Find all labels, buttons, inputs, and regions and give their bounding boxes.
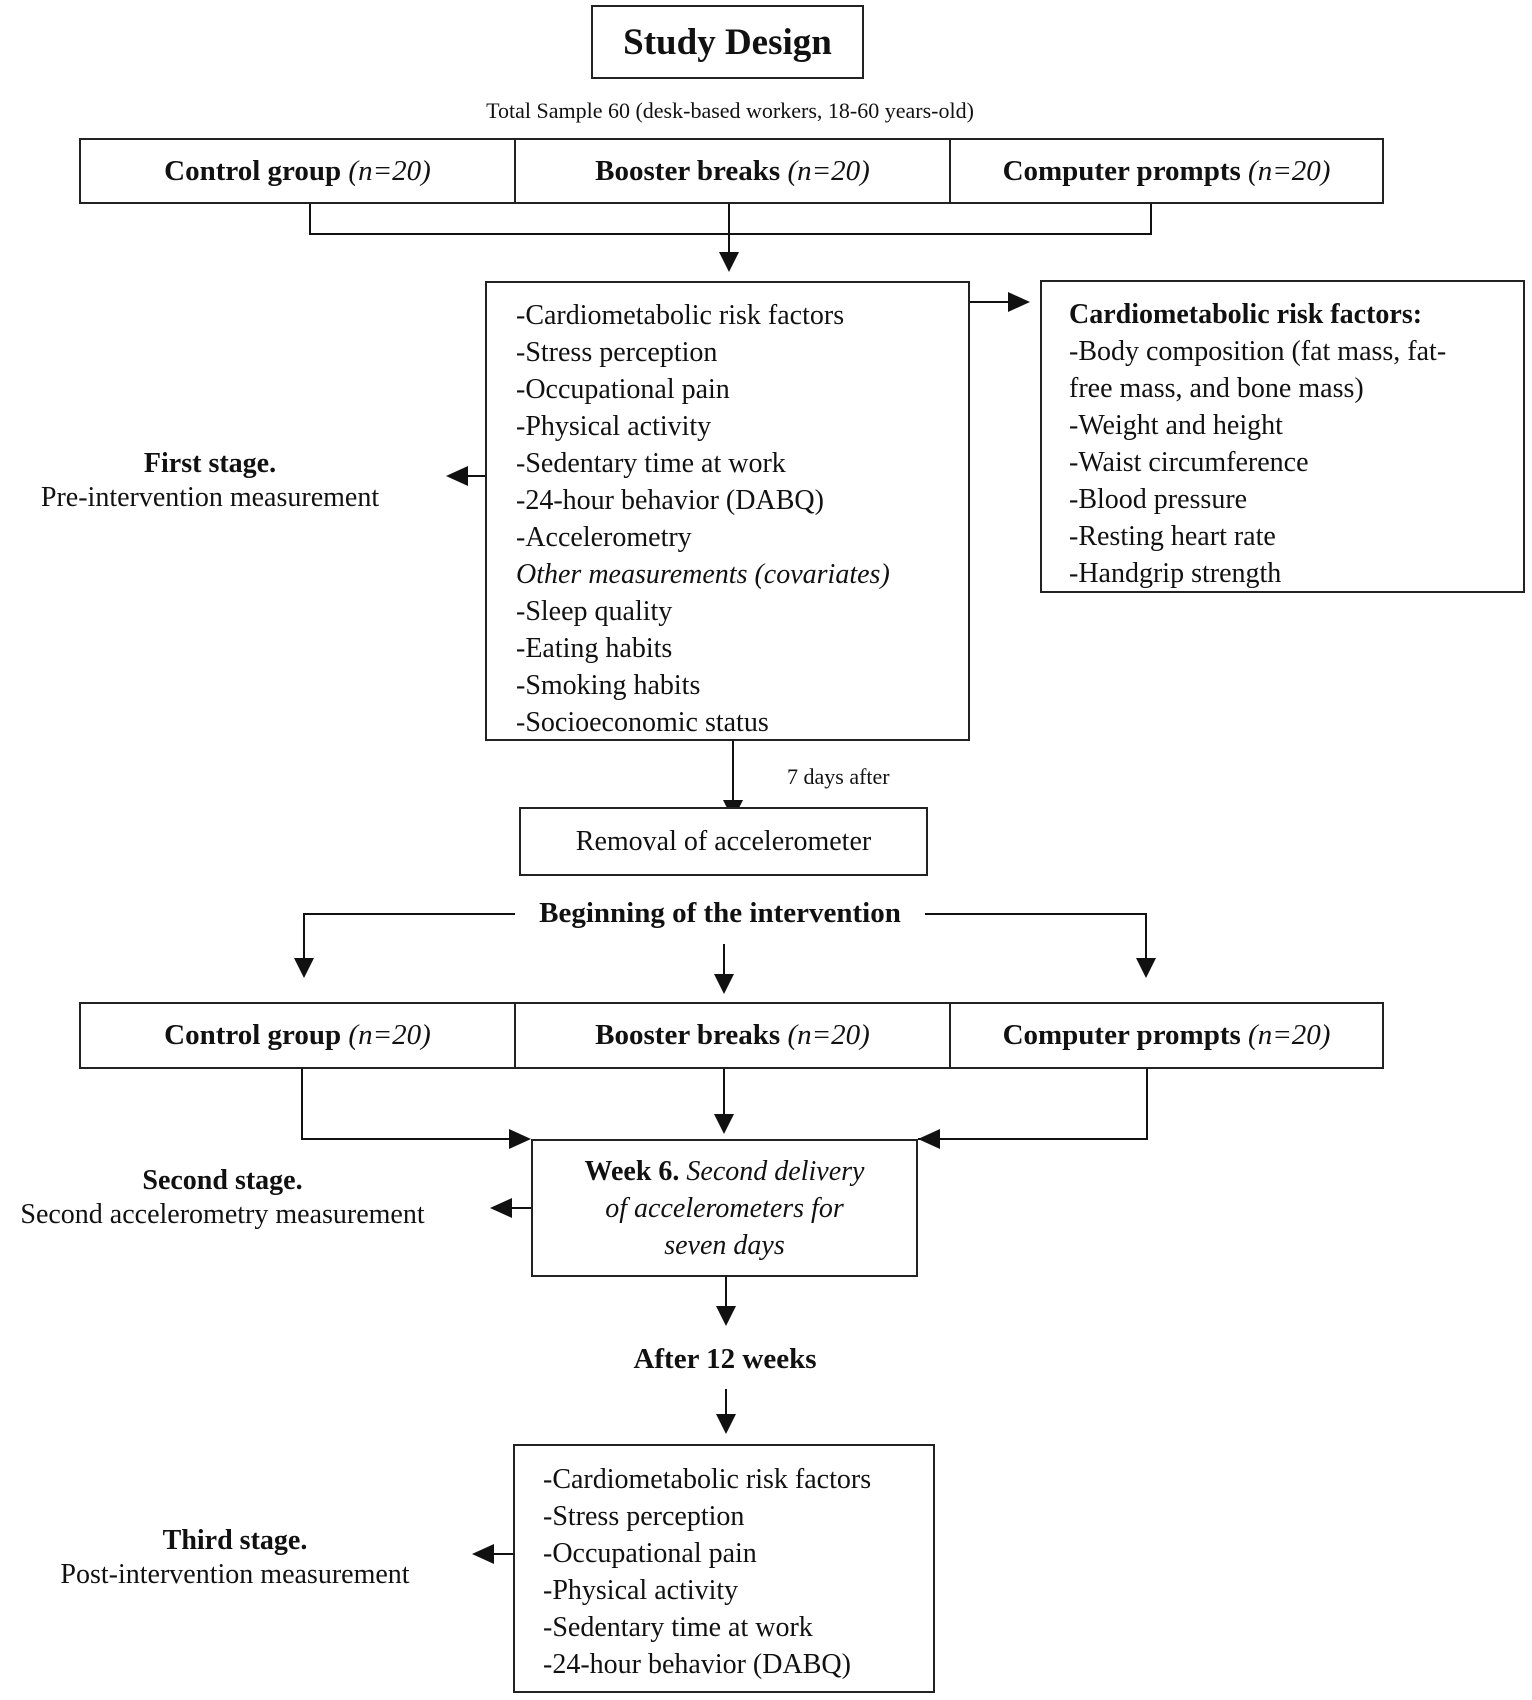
title-box: Study Design (591, 5, 864, 79)
list-item: free mass, and bone mass) (1069, 373, 1364, 404)
third-stage-measurements-box: -Cardiometabolic risk factors -Stress pe… (513, 1444, 935, 1693)
list-item: -Occupational pain (543, 1538, 757, 1569)
list-item: -Handgrip strength (1069, 558, 1282, 589)
risk-factors-box: Cardiometabolic risk factors: -Body comp… (1040, 280, 1525, 593)
list-item: -Cardiometabolic risk factors (516, 300, 845, 331)
list-item: -24-hour behavior (DABQ) (543, 1649, 851, 1680)
first-stage-measurements-box: -Cardiometabolic risk factors -Stress pe… (485, 281, 970, 741)
list-item: -Eating habits (516, 633, 673, 664)
risk-factors-list: Cardiometabolic risk factors: -Body comp… (1069, 297, 1523, 593)
list-item: -Occupational pain (516, 374, 730, 405)
list-item: -Physical activity (516, 411, 712, 442)
right-to-week6 (918, 1068, 1148, 1140)
list-item: -Waist circumference (1069, 447, 1309, 478)
covariates-heading: Other measurements (covariates) (516, 559, 890, 590)
first-stage-label: First stage. Pre-intervention measuremen… (40, 448, 380, 513)
list-item: -Smoking habits (516, 670, 701, 701)
list-item: -Accelerometry (516, 522, 692, 553)
third-stage-label: Third stage. Post-intervention measureme… (60, 1525, 410, 1590)
week6-box: Week 6. Second delivery of accelerometer… (531, 1139, 918, 1277)
groups-row-bottom: Control group (n=20) Booster breaks (n=2… (79, 1002, 1384, 1069)
second-stage-label: Second stage. Second accelerometry measu… (20, 1165, 425, 1230)
week6-label: Week 6. (584, 1155, 680, 1187)
list-item: -Socioeconomic status (516, 707, 769, 738)
groups-row-top: Control group (n=20) Booster breaks (n=2… (79, 138, 1384, 204)
delivery-text-2: of accelerometers for (605, 1192, 844, 1224)
list-item: -Cardiometabolic risk factors (543, 1464, 872, 1495)
list-item: -Weight and height (1069, 410, 1283, 441)
third-stage-measurements-list: -Cardiometabolic risk factors -Stress pe… (543, 1462, 933, 1684)
group-control-bottom: Control group (n=20) (81, 1004, 516, 1067)
group-booster-top: Booster breaks (n=20) (516, 140, 951, 202)
list-item: -Sedentary time at work (516, 448, 786, 479)
list-item: -Sedentary time at work (543, 1612, 813, 1643)
list-item: -Resting heart rate (1069, 521, 1276, 552)
removal-box: Removal of accelerometer (519, 807, 928, 876)
list-item: -Sleep quality (516, 596, 673, 627)
risk-factors-heading: Cardiometabolic risk factors: (1069, 299, 1423, 330)
list-item: -Stress perception (543, 1501, 745, 1532)
delivery-text-1: Second delivery (686, 1155, 865, 1187)
branch-left (303, 913, 515, 958)
after-weeks-label: After 12 weeks (633, 1343, 817, 1375)
sample-text: Total Sample 60 (desk-based workers, 18-… (486, 98, 974, 123)
list-item: -Physical activity (543, 1575, 739, 1606)
group-booster-bottom: Booster breaks (n=20) (516, 1004, 951, 1067)
list-item: -Body composition (fat mass, fat- (1069, 336, 1447, 367)
beginning-label: Beginning of the intervention (539, 897, 901, 929)
list-item: -24-hour behavior (DABQ) (516, 485, 824, 516)
left-to-week6 (301, 1068, 521, 1140)
group-control-top: Control group (n=20) (81, 140, 516, 202)
diagram-title: Study Design (623, 21, 832, 63)
branch-right (925, 913, 1147, 958)
group-computer-bottom: Computer prompts (n=20) (1002, 1019, 1331, 1051)
days-after-text: 7 days after (787, 764, 890, 789)
first-stage-measurements-list: -Cardiometabolic risk factors -Stress pe… (516, 298, 968, 742)
removal-text: Removal of accelerometer (575, 825, 872, 857)
delivery-text-3: seven days (664, 1229, 785, 1261)
group-computer-top: Computer prompts (n=20) (1002, 154, 1331, 187)
list-item: -Blood pressure (1069, 484, 1248, 515)
top-groups-connector (309, 203, 1152, 235)
list-item: -Stress perception (516, 337, 718, 368)
